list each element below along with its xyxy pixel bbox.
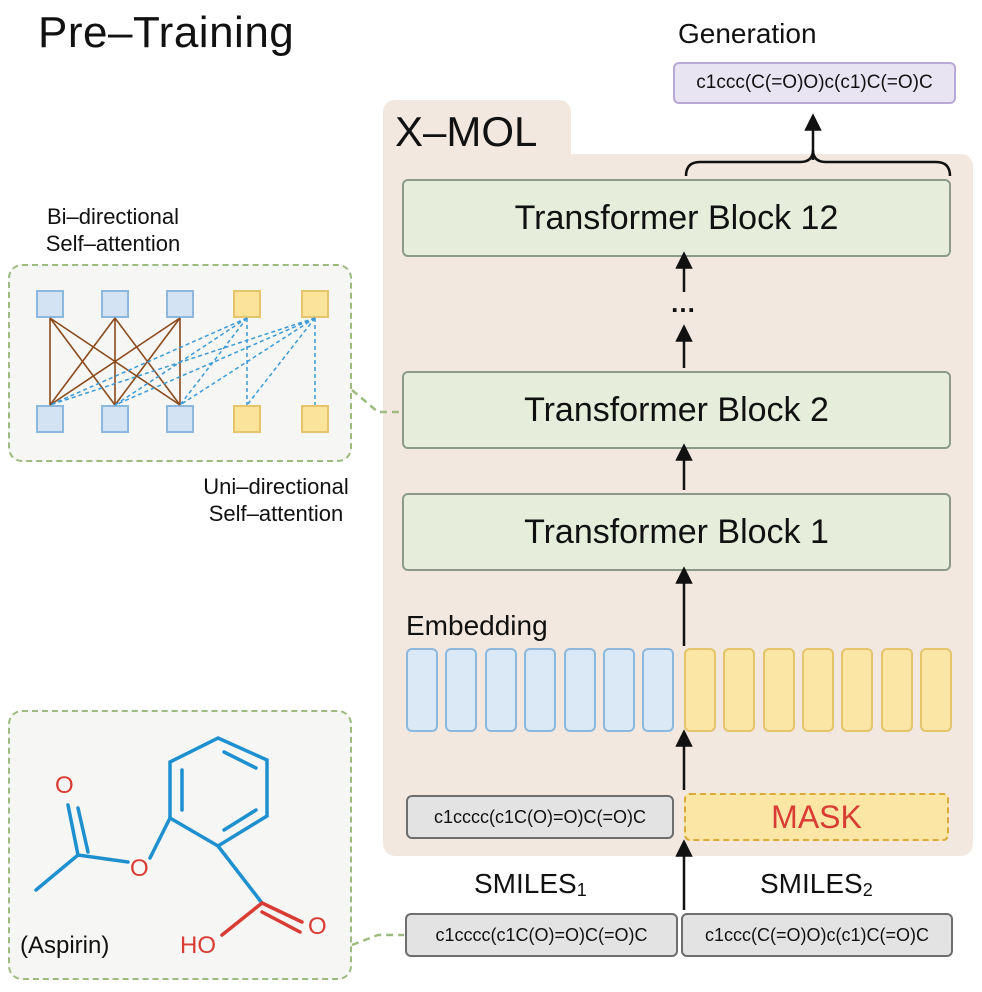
atom-ho: HO bbox=[180, 932, 216, 959]
embedding-token-yellow-4 bbox=[802, 648, 834, 732]
aspirin-structure bbox=[34, 736, 304, 937]
atom-o-carbonyl: O bbox=[55, 772, 74, 799]
embedding-token-blue-5 bbox=[563, 648, 596, 732]
molecule-panel bbox=[8, 710, 352, 980]
embedding-token-yellow-6 bbox=[880, 648, 913, 732]
attn-top-token-1 bbox=[36, 290, 64, 318]
attn-bottom-token-1 bbox=[36, 405, 64, 433]
molecule-name: (Aspirin) bbox=[20, 932, 110, 959]
page-title: Pre–Training bbox=[38, 8, 295, 57]
smiles1-label-text: SMILES bbox=[474, 868, 577, 899]
embedding-token-blue-2 bbox=[445, 648, 478, 732]
xmol-label: X–MOL bbox=[395, 108, 538, 155]
attn-top-token-5 bbox=[301, 290, 329, 318]
attn-top-token-3 bbox=[166, 290, 194, 318]
generation-output-box: c1ccc(C(=O)O)c(c1)C(=O)C bbox=[673, 62, 956, 104]
smiles2-input-box: c1ccc(C(=O)O)c(c1)C(=O)C bbox=[681, 913, 953, 957]
attn-bottom-token-4 bbox=[233, 405, 261, 433]
smiles2-label-text: SMILES bbox=[760, 868, 863, 899]
embedding-token-yellow-1 bbox=[683, 648, 716, 732]
attn-bottom-token-3 bbox=[166, 405, 194, 433]
smiles1-label: SMILES1 bbox=[474, 868, 587, 901]
smiles2-label-sub: 2 bbox=[862, 880, 873, 900]
embedding-token-yellow-3 bbox=[762, 648, 795, 732]
transformer-block-12: Transformer Block 12 bbox=[402, 179, 951, 257]
smiles1-label-sub: 1 bbox=[576, 880, 587, 900]
atom-o-ester: O bbox=[130, 855, 149, 882]
uni-attention-line2: Self–attention bbox=[208, 501, 344, 526]
bi-attention-lines bbox=[49, 317, 181, 406]
attn-top-token-2 bbox=[101, 290, 129, 318]
embedding-label: Embedding bbox=[406, 610, 548, 641]
smiles2-label: SMILES2 bbox=[760, 868, 873, 901]
atom-o-acid: O bbox=[308, 913, 327, 940]
attn-bottom-token-2 bbox=[101, 405, 129, 433]
embedding-token-blue-6 bbox=[603, 648, 635, 732]
transformer-block-2: Transformer Block 2 bbox=[402, 371, 951, 449]
bi-attention-label: Bi–directional Self–attention bbox=[28, 203, 198, 257]
bi-attention-line1: Bi–directional bbox=[46, 204, 180, 229]
embedding-token-blue-7 bbox=[642, 648, 675, 732]
embedding-token-blue-3 bbox=[484, 648, 517, 732]
embedding-token-blue-1 bbox=[406, 648, 438, 732]
attn-top-token-4 bbox=[233, 290, 261, 318]
embedding-token-yellow-5 bbox=[841, 648, 874, 732]
smiles1-input-box: c1cccc(c1C(O)=O)C(=O)C bbox=[405, 913, 678, 957]
molecule-callout-connector bbox=[351, 933, 404, 947]
transformer-block-1: Transformer Block 1 bbox=[402, 493, 951, 571]
masked-input-smiles: c1cccc(c1C(O)=O)C(=O)C bbox=[406, 795, 674, 839]
bi-attention-line2: Self–attention bbox=[45, 231, 181, 256]
uni-attention-label: Uni–directional Self–attention bbox=[186, 473, 366, 527]
attention-callout-connector bbox=[351, 389, 402, 414]
ellipsis: … bbox=[670, 288, 696, 318]
brace bbox=[684, 149, 952, 177]
uni-attention-lines bbox=[49, 317, 316, 406]
mask-token-box: MASK bbox=[684, 793, 949, 841]
attn-bottom-token-5 bbox=[301, 405, 329, 433]
generation-label: Generation bbox=[678, 18, 817, 49]
uni-attention-line1: Uni–directional bbox=[203, 474, 349, 499]
embedding-token-blue-4 bbox=[524, 648, 557, 732]
embedding-token-yellow-7 bbox=[920, 648, 953, 732]
embedding-token-yellow-2 bbox=[723, 648, 756, 732]
